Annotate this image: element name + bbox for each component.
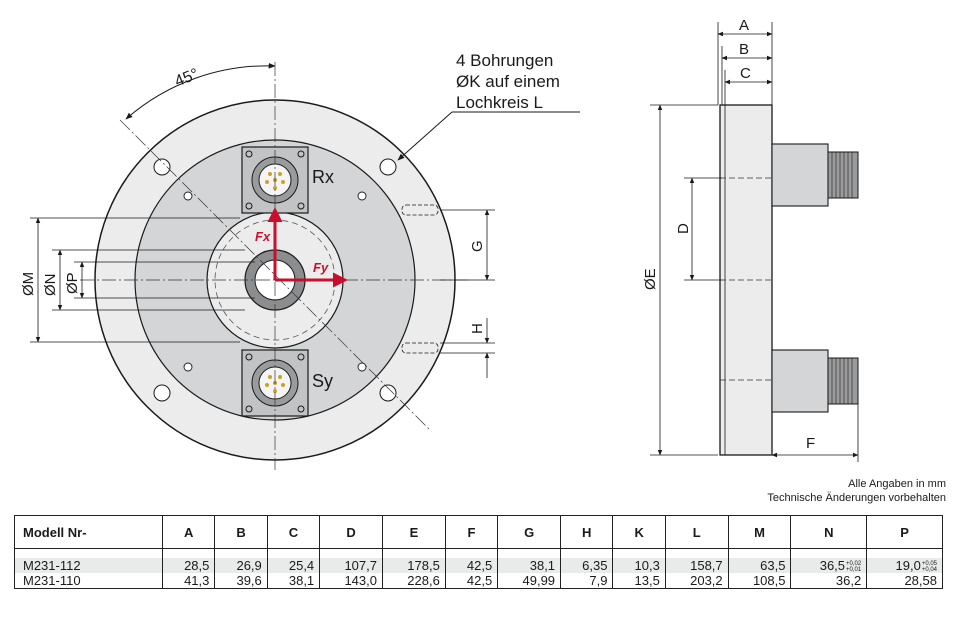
header-l: L: [664, 515, 729, 549]
cell-m: 108,5: [727, 573, 792, 589]
header-d: D: [319, 515, 383, 549]
cell-m: 63,5: [727, 558, 792, 573]
header-p: P: [866, 515, 943, 549]
side-view: A B C D ØE F: [642, 17, 859, 462]
header-e: E: [382, 515, 446, 549]
mounting-holes: [153, 158, 397, 402]
sy-label: Sy: [312, 371, 333, 391]
dim-e-label: ØE: [642, 268, 659, 290]
cell-model: M231-110: [14, 573, 163, 589]
side-connector-top: [771, 143, 859, 207]
spec-header-row: Modell Nr- A B C D E F G H K L M N P: [14, 515, 943, 549]
header-k: K: [612, 515, 666, 549]
fx-label: Fx: [255, 229, 271, 244]
header-c: C: [266, 515, 321, 549]
dim-g-label: G: [469, 240, 486, 252]
cell-a: 28,5: [161, 558, 216, 573]
technical-drawing: 45° 4 Bohrungen ØK auf einem Lochkreis L…: [20, 17, 859, 470]
cell-k: 13,5: [612, 573, 666, 589]
dim-m-label: ØM: [20, 272, 37, 296]
cell-b: 39,6: [214, 573, 268, 589]
changes-note: Technische Änderungen vorbehalten: [767, 492, 946, 504]
cell-p-tolerance: +0,05+0,04: [921, 560, 937, 573]
cell-e: 228,6: [382, 573, 446, 589]
cell-h: 7,9: [560, 573, 614, 589]
cell-g: 49,99: [497, 573, 562, 589]
angle-label: 45°: [172, 66, 201, 91]
cell-l: 158,7: [664, 558, 729, 573]
header-a: A: [161, 515, 216, 549]
dim-b-label: B: [739, 41, 749, 58]
table-row: M231-112 28,5 26,9 25,4 107,7 178,5 42,5…: [14, 558, 943, 573]
header-h: H: [560, 515, 614, 549]
cell-p-value: 19,0: [895, 558, 921, 573]
header-m: M: [727, 515, 792, 549]
side-body: [719, 104, 773, 456]
holes-note-line1: 4 Bohrungen: [456, 51, 553, 70]
cell-d: 143,0: [319, 573, 383, 589]
cell-c: 25,4: [266, 558, 321, 573]
units-note: Alle Angaben in mm: [848, 478, 946, 490]
cell-c: 38,1: [266, 573, 321, 589]
holes-note-line3: Lochkreis L: [456, 93, 543, 112]
plate-screws: [183, 191, 367, 372]
cell-g: 38,1: [497, 558, 562, 573]
cell-model: M231-112: [14, 558, 163, 573]
dim-h-label: H: [469, 323, 486, 334]
cell-p: 19,0+0,05+0,04: [866, 558, 943, 573]
header-g: G: [497, 515, 562, 549]
header-f: F: [444, 515, 499, 549]
dim-f-label: F: [806, 435, 815, 452]
rx-label: Rx: [312, 167, 334, 187]
cell-k: 10,3: [612, 558, 666, 573]
dim-a-label: A: [739, 17, 749, 34]
dim-d-label: D: [675, 223, 692, 234]
cell-e: 178,5: [382, 558, 446, 573]
table-row: M231-110 41,3 39,6 38,1 143,0 228,6 42,5…: [14, 573, 943, 589]
cell-f: 42,5: [444, 573, 499, 589]
header-n: N: [790, 515, 868, 549]
cell-p: 28,58: [866, 573, 943, 589]
cell-n: 36,5+0,02+0,01: [790, 558, 868, 573]
header-model: Modell Nr-: [14, 515, 163, 549]
fy-label: Fy: [313, 260, 329, 275]
cell-h: 6,35: [560, 558, 614, 573]
cell-d: 107,7: [319, 558, 383, 573]
header-b: B: [214, 515, 268, 549]
side-connector-bottom: [771, 349, 859, 413]
cell-n-value: 36,5: [819, 558, 846, 573]
spec-table: Modell Nr- A B C D E F G H K L M N P M23…: [14, 515, 943, 589]
dim-p-label: ØP: [64, 272, 81, 294]
dim-n-label: ØN: [42, 274, 59, 297]
cell-f: 42,5: [444, 558, 499, 573]
dim-c-label: C: [740, 65, 751, 82]
cell-n-tolerance: +0,02+0,01: [846, 560, 862, 573]
cell-l: 203,2: [664, 573, 729, 589]
front-view: 45° 4 Bohrungen ØK auf einem Lochkreis L…: [20, 51, 580, 470]
cell-n: 36,2: [790, 573, 868, 589]
cell-b: 26,9: [214, 558, 268, 573]
holes-note-line2: ØK auf einem: [456, 72, 560, 91]
cell-a: 41,3: [161, 573, 216, 589]
